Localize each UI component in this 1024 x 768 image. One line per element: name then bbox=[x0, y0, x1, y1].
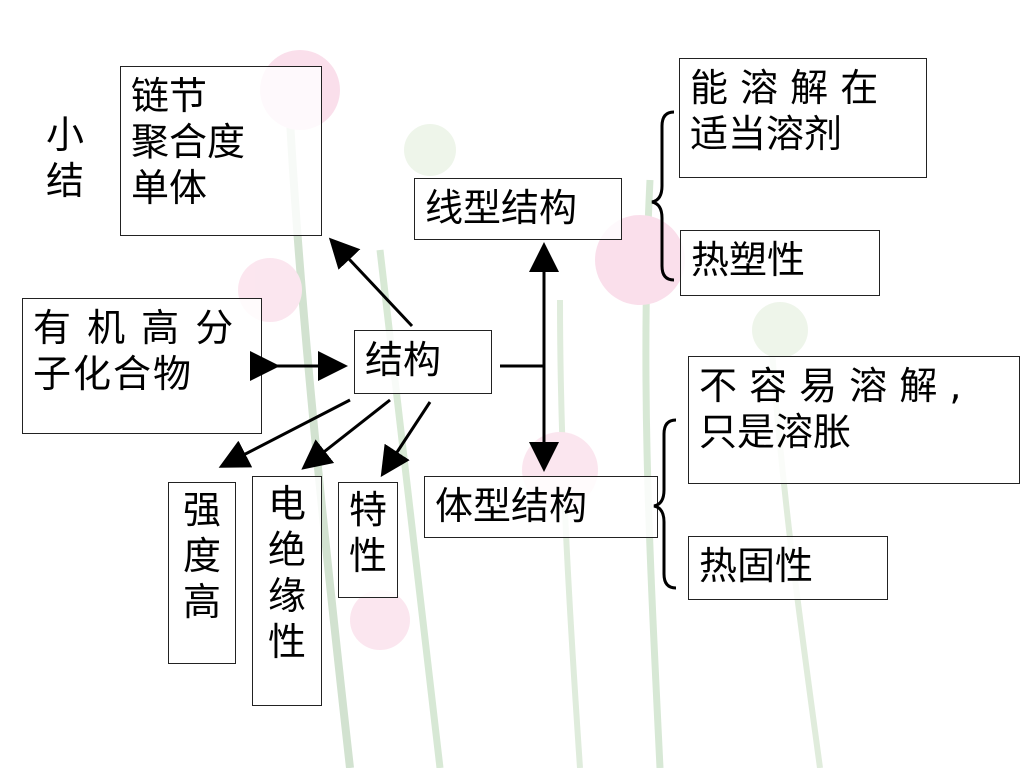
arrow-to-insulation bbox=[301, 398, 391, 470]
node-network-structure: 体型结构 bbox=[424, 476, 658, 538]
node-thermoset: 热固性 bbox=[688, 536, 888, 600]
node-thermoplastic: 热塑性 bbox=[680, 230, 880, 296]
node-links-degree-monomer: 链节 聚合度 单体 bbox=[120, 66, 322, 236]
node-electrical-insulation: 电 绝 缘 性 bbox=[252, 476, 322, 706]
node-soluble: 能 溶 解 在 适当溶剂 bbox=[679, 58, 927, 178]
node-insoluble-swelling: 不 容 易 溶 解 , 只是溶胀 bbox=[688, 356, 1020, 484]
node-property: 特 性 bbox=[338, 482, 398, 598]
arrow-to-strength bbox=[218, 398, 351, 468]
summary-title: 小 结 bbox=[46, 113, 85, 203]
node-organic-polymer: 有 机 高 分 子化合物 bbox=[22, 298, 262, 434]
brace-network bbox=[653, 418, 677, 590]
node-structure: 结构 bbox=[354, 330, 492, 394]
node-high-strength: 强 度 高 bbox=[168, 482, 236, 664]
node-linear-structure: 线型结构 bbox=[414, 178, 622, 240]
brace-linear bbox=[651, 110, 675, 282]
arrow-structure-to-links bbox=[328, 237, 414, 328]
arrow-to-property bbox=[380, 401, 432, 478]
